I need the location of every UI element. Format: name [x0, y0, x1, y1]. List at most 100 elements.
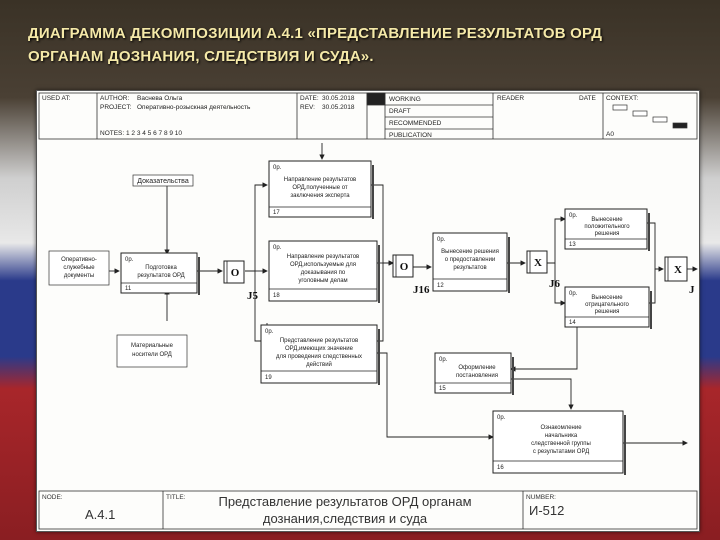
footer-node-value: A.4.1	[85, 507, 115, 522]
operative-docs-line3: документы	[64, 273, 94, 279]
project-value: Оперативно-розыскная деятельность	[137, 104, 251, 111]
footer-node-label: NODE:	[42, 494, 63, 501]
operative-docs-line2: служебные	[63, 265, 95, 271]
status-draft: DRAFT	[389, 108, 411, 115]
box-19-line4: действий	[306, 361, 332, 368]
box-17[interactable]: 0р. Направление результатов ОРД,полученн…	[268, 160, 374, 219]
box-18-tag: 0р.	[273, 245, 282, 251]
junction-j16-label: J16	[413, 284, 430, 296]
context-node: A0	[606, 131, 614, 138]
date-value: 30.05.2018	[322, 95, 355, 102]
status-recommended: RECOMMENDED	[389, 120, 442, 127]
box-15-line1: Оформление	[458, 365, 496, 371]
box-13-tag: 0р.	[569, 213, 578, 219]
box-19-num: 19	[265, 375, 272, 381]
junction-j5-label: J5	[247, 290, 259, 302]
box-14-line2: отрицательного	[585, 302, 629, 308]
box-16-line4: с результатами ОРД	[533, 449, 589, 455]
box-19-line1: Представление результатов	[280, 338, 358, 344]
box-18-num: 18	[273, 293, 280, 299]
box-19-tag: 0р.	[265, 329, 274, 335]
slide-title-line2: ОРГАНАМ ДОЗНАНИЯ, СЛЕДСТВИЯ И СУДА».	[28, 48, 374, 65]
box-11-num: 11	[125, 286, 132, 292]
box-14-line1: Вынесение	[591, 295, 623, 301]
box-13-line1: Вынесение	[591, 217, 623, 223]
reader-label: READER	[497, 95, 524, 102]
box-15-num: 15	[439, 386, 446, 392]
box-12-line3: результатов	[453, 265, 486, 271]
box-14-tag: 0р.	[569, 291, 578, 297]
material-media-line1: Материальные	[131, 343, 174, 349]
box-13-line2: положительного	[584, 224, 630, 230]
box-14-num: 14	[569, 320, 576, 326]
box-19-line2: ОРД,имеющих значение	[285, 346, 354, 352]
footer-title-line2: дознания,следствия и суда	[263, 511, 428, 526]
box-15[interactable]: 0р. Оформление постановления 15	[434, 352, 514, 395]
box-14-line3: решения	[595, 309, 620, 315]
box-17-line2: ОРД,полученные от	[292, 185, 348, 191]
box-15-tag: 0р.	[439, 357, 448, 363]
junction-j6[interactable]: X J6	[526, 250, 561, 290]
box-12-tag: 0р.	[437, 237, 446, 243]
evidence-text: Доказательства	[137, 178, 189, 185]
date2-label: DATE	[579, 95, 597, 102]
footer-title-line1: Представление результатов ОРД органам	[218, 494, 471, 509]
box-16-line3: следственной группы	[531, 440, 591, 447]
rev-value: 30.05.2018	[322, 104, 355, 111]
footer-number-value: И-512	[529, 503, 564, 518]
project-label: PROJECT:	[100, 104, 132, 111]
date-label: DATE:	[300, 95, 319, 102]
idef0-diagram-sheet: USED AT: AUTHOR: Васнева Ольга PROJECT: …	[36, 90, 700, 532]
box-17-line1: Направление результатов	[284, 177, 357, 183]
box-18[interactable]: 0р. Направление результатов ОРД,использу…	[268, 240, 380, 303]
box-18-line2: ОРД,используемые для	[290, 262, 356, 268]
box-11[interactable]: 0р. Подготовка результатов ОРД 11	[120, 252, 200, 295]
footer-frame	[38, 490, 698, 530]
box-12-line2: о предоставлении	[445, 257, 496, 263]
box-13-num: 13	[569, 242, 576, 248]
junction-j6-label: J6	[549, 278, 561, 290]
junction-end-symbol: X	[674, 264, 682, 276]
box-16-tag: 0р.	[497, 415, 506, 421]
box-16-line2: начальника	[545, 433, 578, 439]
box-18-line3: доказывания по	[301, 270, 346, 276]
junction-j16-symbol: O	[400, 261, 409, 273]
arrows	[109, 143, 698, 446]
material-media-line2: носители ОРД	[132, 352, 172, 358]
box-18-line1: Направление результатов	[287, 254, 360, 260]
box-11-line1: Подготовка	[145, 265, 177, 271]
author-value: Васнева Ольга	[137, 95, 183, 102]
used-at-label: USED AT:	[42, 95, 71, 102]
box-13[interactable]: 0р. Вынесение положительного решения 13	[564, 208, 650, 251]
box-12-num: 12	[437, 283, 444, 289]
junction-j16[interactable]: O J16	[392, 254, 430, 296]
status-working: WORKING	[389, 96, 421, 103]
footer-number-label: NUMBER:	[526, 494, 556, 501]
box-14[interactable]: 0р. Вынесение отрицательного решения 14	[564, 286, 652, 329]
box-16-line1: Ознакомление	[540, 425, 582, 431]
label-operative-docs: Оперативно- служебные документы	[48, 250, 110, 286]
box-19[interactable]: 0р. Представление результатов ОРД,имеющи…	[260, 324, 380, 385]
status-publication: PUBLICATION	[389, 132, 432, 139]
slide-title: ДИАГРАММА ДЕКОМПОЗИЦИИ А.4.1 «ПРЕДСТАВЛЕ…	[28, 22, 688, 68]
junction-j5-symbol: O	[231, 267, 240, 279]
junction-j5[interactable]: O J5	[223, 260, 259, 302]
box-13-line3: решения	[595, 231, 620, 237]
slide-title-line1: ДИАГРАММА ДЕКОМПОЗИЦИИ А.4.1 «ПРЕДСТАВЛЕ…	[28, 25, 603, 42]
box-11-line2: результатов ОРД	[137, 273, 184, 279]
context-thumbnail	[612, 104, 688, 129]
author-label: AUTHOR:	[100, 95, 129, 102]
box-17-tag: 0р.	[273, 165, 282, 171]
header-frame	[38, 92, 698, 140]
context-label: CONTEXT:	[606, 95, 638, 102]
box-16[interactable]: 0р. Ознакомление начальника следственной…	[492, 410, 626, 475]
operative-docs-line1: Оперативно-	[61, 257, 97, 263]
box-11-tag: 0р.	[125, 257, 134, 263]
notes-text: NOTES: 1 2 3 4 5 6 7 8 9 10	[100, 130, 182, 137]
box-15-line2: постановления	[456, 373, 498, 379]
junction-end[interactable]: X J	[664, 256, 695, 296]
box-12[interactable]: 0р. Вынесение решения о предоставлении р…	[432, 232, 510, 293]
box-17-line3: заключения эксперта	[290, 193, 350, 199]
junction-end-label: J	[689, 284, 695, 296]
label-evidence: Доказательства	[132, 174, 194, 187]
